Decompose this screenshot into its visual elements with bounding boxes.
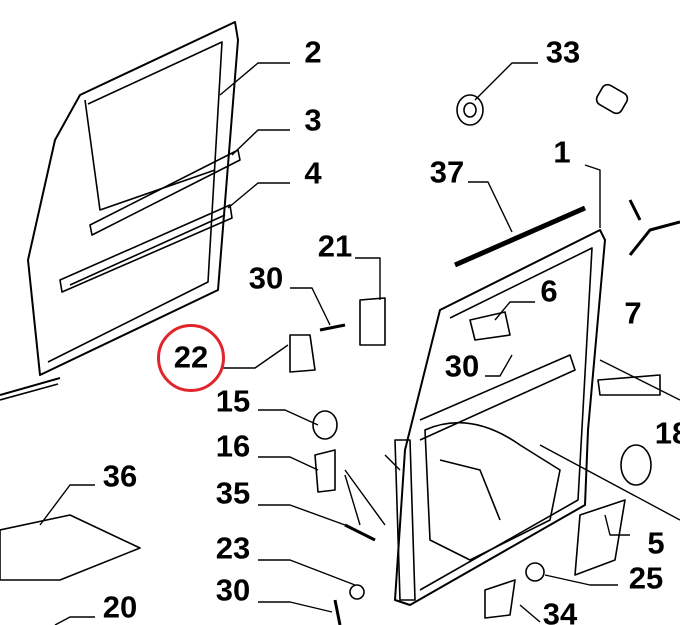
callout-30-middle[interactable]: 30 <box>444 348 480 384</box>
callout-1[interactable]: 1 <box>553 134 571 170</box>
callout-20[interactable]: 20 <box>102 589 138 625</box>
callout-37[interactable]: 37 <box>429 154 465 190</box>
callout-36[interactable]: 36 <box>102 458 138 494</box>
door-panel-left <box>0 21 239 401</box>
callout-25[interactable]: 25 <box>628 560 664 596</box>
callout-5[interactable]: 5 <box>647 525 665 561</box>
callout-7[interactable]: 7 <box>624 295 642 331</box>
callout-22-highlighted[interactable]: 22 <box>173 339 209 375</box>
part-grommet <box>456 94 484 126</box>
callout-6[interactable]: 6 <box>540 273 558 309</box>
callout-30-bottom[interactable]: 30 <box>215 572 251 608</box>
callout-30-top[interactable]: 30 <box>248 260 284 296</box>
highlight-circle <box>157 324 225 392</box>
callout-21[interactable]: 21 <box>317 228 353 264</box>
callout-2[interactable]: 2 <box>304 34 322 70</box>
door-frame-right <box>394 229 606 606</box>
callout-23[interactable]: 23 <box>215 530 251 566</box>
callout-16[interactable]: 16 <box>215 428 251 464</box>
callout-33[interactable]: 33 <box>545 34 581 70</box>
moulding-strips <box>59 149 241 293</box>
callout-35[interactable]: 35 <box>215 475 251 511</box>
callout-15[interactable]: 15 <box>215 383 251 419</box>
callout-34[interactable]: 34 <box>542 596 578 625</box>
part-cap <box>595 83 629 115</box>
part-hinge-22 <box>289 334 316 373</box>
callout-4[interactable]: 4 <box>304 155 322 191</box>
callout-18[interactable]: 18 <box>654 415 680 451</box>
callout-3[interactable]: 3 <box>304 102 322 138</box>
seal-strip <box>453 205 587 268</box>
leader-lines <box>39 62 680 625</box>
